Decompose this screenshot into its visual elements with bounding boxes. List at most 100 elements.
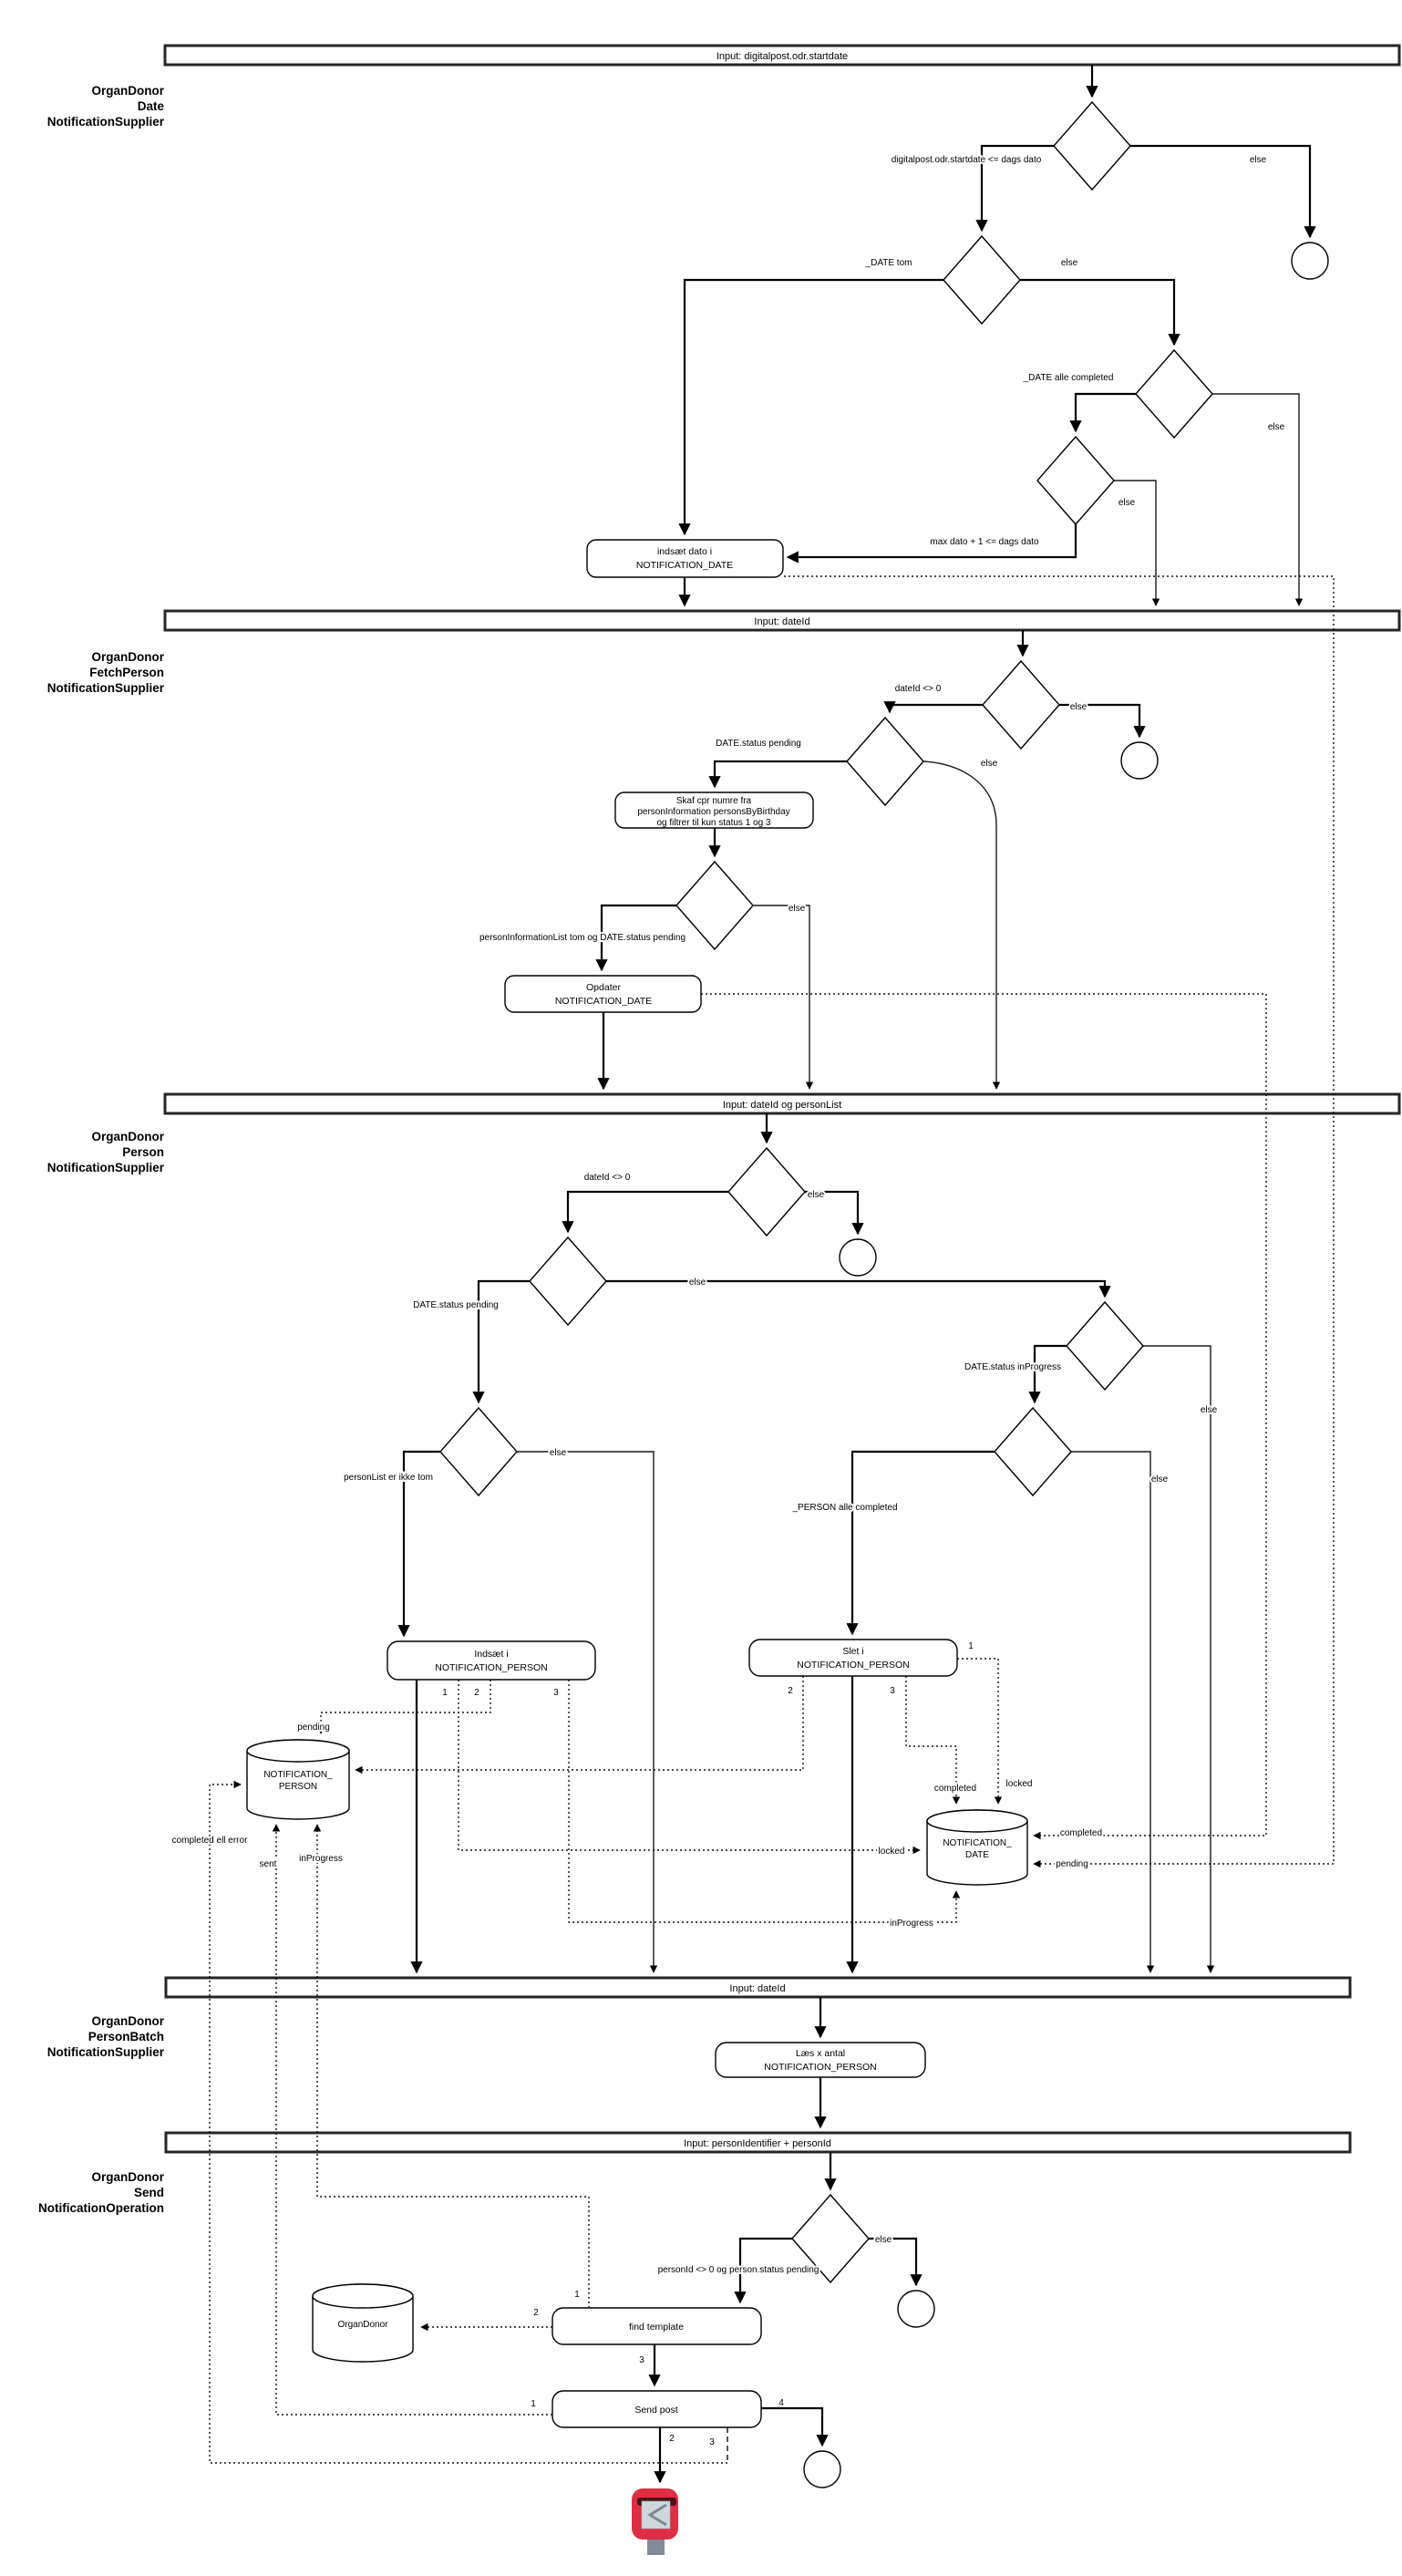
task-read-batch-line2: NOTIFICATION_PERSON — [764, 2062, 876, 2073]
db-organdonor — [312, 2283, 414, 2363]
edge-allecompleted-else-to-bar2 — [1212, 393, 1304, 606]
task-insert-date — [586, 539, 784, 578]
lane1-label-line2: Date — [138, 99, 165, 113]
db-organdonor-label: OrganDonor — [337, 2320, 388, 2330]
lane4-input-bar-label: Input: dateId — [729, 1983, 785, 1994]
lane1-label-line3: NotificationSupplier — [47, 115, 165, 129]
edge-pending2-else-to-inprogress — [606, 1279, 1111, 1298]
label-date-status-pending: DATE.status pending — [716, 739, 801, 749]
label-max-dato-else: else — [1119, 498, 1136, 508]
lane4-input-bar — [164, 1976, 1352, 1999]
task-send-post-label: Send post — [634, 2405, 677, 2416]
lane2-label-line3: NotificationSupplier — [47, 681, 165, 695]
label-inprogress-person: inProgress — [299, 1854, 343, 1864]
task-insert-date-line2: NOTIFICATION_DATE — [636, 560, 733, 571]
end-event-lane5a — [897, 2290, 935, 2328]
label-inprogress-else: else — [1201, 1405, 1218, 1415]
lane3-label-line3: NotificationSupplier — [47, 1161, 165, 1174]
edge-statuspending-else-to-bar3 — [923, 760, 1001, 1090]
task-update-date — [504, 975, 702, 1013]
edge-inprogress-else-to-bar4 — [1143, 1345, 1215, 1973]
label-date-alle-completed: _DATE alle completed — [1023, 373, 1114, 383]
label-completed-date-top: completed — [934, 1784, 976, 1794]
sequence-numbers: 1 2 3 1 2 3 1 2 3 1 4 2 3 — [441, 1640, 975, 2449]
label-sent: sent — [260, 1859, 277, 1869]
label-startdate-condition: digitalpost.odr.startdate <= dags dato — [892, 155, 1042, 165]
node-labels: indsæt dato i NOTIFICATION_DATE Skaf cpr… — [263, 546, 1012, 2416]
edge-maxdato-else-to-bar2 — [1114, 480, 1160, 606]
num-delete-person-3: 3 — [890, 1686, 895, 1696]
postbox-pole — [647, 2539, 665, 2555]
label-completed-date-right: completed — [1060, 1828, 1102, 1838]
label-personid-pending: personId <> 0 og person.status pending — [658, 2265, 820, 2275]
edge-insertperson2-pending-to-notificationperson — [316, 1680, 491, 1734]
lane1-label-line1: OrganDonor — [92, 84, 165, 98]
lane2-input-bar — [163, 609, 1401, 632]
decision-personinformationlist — [675, 860, 754, 951]
lane2-label-line2: FetchPerson — [89, 666, 164, 679]
lane3-label-line1: OrganDonor — [92, 1130, 165, 1143]
task-insert-person — [387, 1640, 596, 1681]
edge-insertperson1-locked-to-notificationdate — [458, 1680, 921, 1855]
edge-opdater-completed-to-notificationdate — [701, 993, 1267, 1840]
task-read-batch — [715, 2042, 926, 2078]
db-notification-person-top — [246, 1739, 350, 1763]
end-event-lane5b — [803, 2450, 841, 2488]
label-dateid: dateId <> 0 — [895, 684, 942, 694]
edge-labels: digitalpost.odr.startdate <= dags dato e… — [170, 153, 1287, 2277]
decision-person-alle-completed — [994, 1406, 1072, 1497]
lane5-label-line3: NotificationOperation — [38, 2201, 164, 2215]
lane4-label-line2: PersonBatch — [88, 2030, 164, 2043]
label-alle-completed-else: else — [1268, 422, 1285, 432]
label-date-status-pending-2: DATE.status pending — [413, 1300, 499, 1310]
label-personlist-ikke-tom: personList er ikke tom — [344, 1473, 433, 1483]
edge-datetom-else — [1020, 278, 1180, 347]
decision-dateid-2 — [727, 1146, 806, 1237]
label-personinformationlist: personInformationList tom og DATE.status… — [479, 933, 686, 943]
edge-insertperson3-inprogress-to-notificationdate — [568, 1680, 961, 1923]
label-personlist-else: else — [550, 1448, 567, 1458]
label-locked-date-left: locked — [879, 1847, 905, 1857]
task-insert-person-line2: NOTIFICATION_PERSON — [435, 1662, 547, 1673]
edge-findtemplate1-inprogress-to-notificationperson — [313, 1824, 590, 2308]
label-completed-ell-error: completed ell error — [172, 1836, 248, 1846]
edge-allecompleted2-else-to-bar4 — [1071, 1451, 1155, 1973]
decision-startdate — [1053, 100, 1131, 191]
edge-dateid-else-to-end — [1059, 703, 1146, 739]
edge-personlist-ikketom-to-insert — [397, 1450, 440, 1638]
task-delete-person-line2: NOTIFICATION_PERSON — [797, 1660, 909, 1671]
edge-startdate-yes — [975, 144, 1054, 233]
num-find-template-1: 1 — [574, 2290, 580, 2300]
label-max-dato: max dato + 1 <= dags dato — [930, 537, 1039, 547]
lane5-label-line2: Send — [134, 2186, 164, 2199]
edge-startdate-else-to-end — [1130, 144, 1316, 239]
num-send-post-4: 4 — [778, 2398, 784, 2408]
lane3-label-line2: Person — [122, 1145, 164, 1159]
num-insert-person-1: 1 — [442, 1688, 448, 1698]
lane1-input-bar-label: Input: digitalpost.odr.startdate — [716, 51, 848, 62]
task-find-template — [552, 2307, 762, 2345]
decision-max-dato — [1036, 435, 1115, 526]
label-personinformationlist-else: else — [789, 904, 806, 914]
label-dateid-2: dateId <> 0 — [584, 1173, 631, 1183]
label-pending-date-right: pending — [1056, 1859, 1088, 1869]
lane5-input-bar — [164, 2131, 1352, 2154]
task-read-batch-line1: Læs x antal — [796, 2048, 845, 2059]
num-send-post-2: 2 — [669, 2434, 675, 2444]
task-insert-person-line1: Indsæt i — [474, 1649, 508, 1660]
lane3-input-bar — [163, 1092, 1401, 1115]
label-pending-2-else: else — [689, 1278, 706, 1288]
decision-date-status-pending — [846, 716, 924, 807]
num-send-post-3: 3 — [709, 2437, 715, 2447]
db-notification-person-line1: NOTIFICATION_ — [263, 1770, 333, 1780]
decision-personid-pending — [791, 2193, 870, 2284]
num-insert-person-3: 3 — [553, 1688, 559, 1698]
edge-sendpost23-completed-err-to-notificationperson — [209, 1780, 727, 2464]
end-event-lane1 — [1291, 242, 1329, 280]
decision-date-alle-completed — [1135, 348, 1213, 440]
num-send-post-1: 1 — [531, 2399, 536, 2409]
edge-maxdato-to-insertdate — [786, 524, 1077, 564]
label-date-tom-else: else — [1061, 258, 1078, 268]
